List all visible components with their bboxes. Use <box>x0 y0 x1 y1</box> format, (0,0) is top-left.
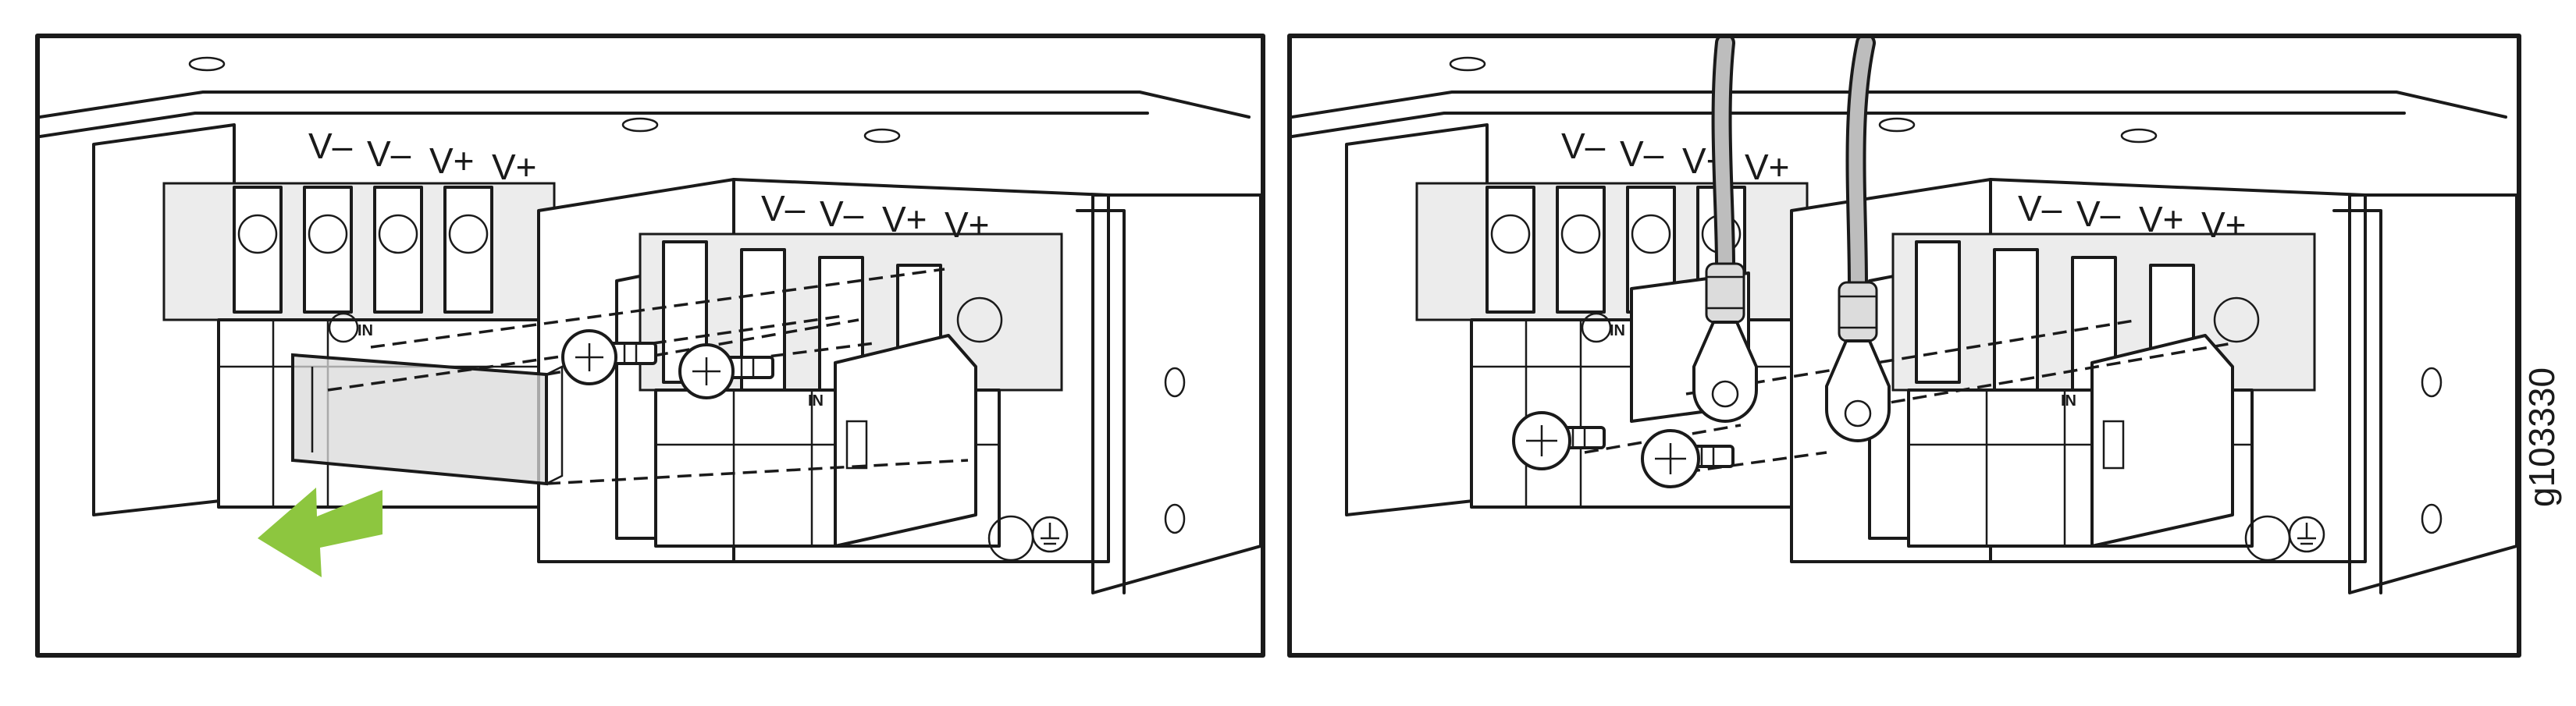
rear-label-4: V+ <box>492 147 537 187</box>
terminal-cover-installed <box>834 334 977 548</box>
input-mark-front: IN <box>808 392 824 410</box>
rear-label-right-2: V– <box>1620 133 1664 174</box>
terminal-cover-removed <box>291 353 548 486</box>
screw-icon <box>561 329 657 385</box>
front-label-2: V– <box>820 193 864 234</box>
arrow-left-icon <box>258 488 382 577</box>
ground-symbol-icon <box>2288 516 2325 553</box>
figure-id-label: g103330 <box>2521 367 2562 507</box>
input-mark-rear-right: IN <box>1610 322 1625 339</box>
front-label-4: V+ <box>945 204 990 245</box>
rear-label-right-1: V– <box>1561 126 1606 166</box>
rear-label-1: V– <box>308 126 353 166</box>
screw-icon <box>1512 411 1606 470</box>
front-label-1: V– <box>761 188 806 229</box>
ground-symbol-icon <box>1031 516 1069 553</box>
rear-label-3: V+ <box>429 140 475 181</box>
panel-left: V– V– V+ V+ IN <box>35 34 1265 658</box>
input-mark-rear: IN <box>358 322 373 339</box>
rear-label-2: V– <box>367 133 411 174</box>
rear-terminal-block <box>92 123 556 516</box>
screw-icon <box>678 343 774 399</box>
front-label-right-3: V+ <box>2139 199 2184 239</box>
front-label-right-4: V+ <box>2201 204 2247 245</box>
front-label-right-1: V– <box>2018 188 2062 229</box>
rear-label-right-4: V+ <box>1745 147 1790 187</box>
terminal-cover-installed-right <box>2090 334 2234 548</box>
panel-right: V– V– V+ V+ IN <box>1287 34 2521 658</box>
front-label-3: V+ <box>882 199 927 239</box>
ring-lug-icon <box>1825 38 1891 442</box>
input-mark-front-right: IN <box>2061 392 2076 410</box>
front-label-right-2: V– <box>2076 193 2121 234</box>
ring-lug-icon <box>1692 38 1758 423</box>
screw-icon <box>1641 429 1735 488</box>
